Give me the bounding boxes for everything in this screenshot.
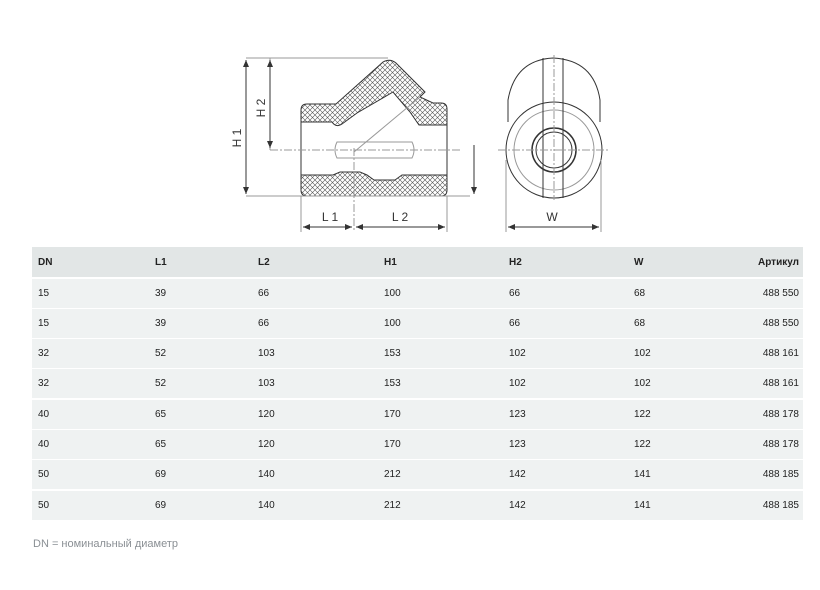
cell-l2: 120 xyxy=(258,408,275,420)
cell-dn: 15 xyxy=(38,317,50,329)
cell-w: 68 xyxy=(634,317,646,329)
cell-l1: 65 xyxy=(155,408,167,420)
cell-l2: 103 xyxy=(258,378,275,390)
table-header-row: DN L1 L2 H1 H2 W Артикул xyxy=(32,247,803,277)
cell-h1: 170 xyxy=(384,408,401,420)
cell-l1: 39 xyxy=(155,287,167,299)
cell-dn: 15 xyxy=(38,287,50,299)
cell-w: 102 xyxy=(634,348,651,360)
table-row: 32 52 103 153 102 102 488 161 xyxy=(32,339,803,369)
cell-l1: 52 xyxy=(155,378,167,390)
l1-label: L 1 xyxy=(322,210,339,224)
cell-h1: 100 xyxy=(384,317,401,329)
cell-w: 68 xyxy=(634,287,646,299)
cell-h2: 142 xyxy=(509,499,526,511)
cell-article: 488 178 xyxy=(762,408,799,420)
cell-article: 488 161 xyxy=(762,348,799,360)
cell-h1: 100 xyxy=(384,287,401,299)
cell-article: 488 178 xyxy=(762,438,799,450)
l2-label: L 2 xyxy=(392,210,409,224)
table-row: 40 65 120 170 123 122 488 178 xyxy=(32,399,803,429)
side-view xyxy=(243,57,477,232)
table-row: 15 39 66 100 66 68 488 550 xyxy=(32,308,803,338)
h1-label: H 1 xyxy=(230,128,244,147)
cell-l2: 140 xyxy=(258,469,275,481)
table-row: 15 39 66 100 66 68 488 550 xyxy=(32,278,803,308)
y-strainer-diagram: H 1 H 2 L 1 L 2 W xyxy=(230,55,610,232)
header-w: W xyxy=(634,256,644,268)
header-h1: H1 xyxy=(384,256,397,268)
cell-w: 102 xyxy=(634,378,651,390)
cell-h2: 102 xyxy=(509,348,526,360)
h2-label: H 2 xyxy=(254,98,268,117)
cell-h1: 153 xyxy=(384,378,401,390)
cell-l1: 39 xyxy=(155,317,167,329)
cell-dn: 50 xyxy=(38,499,50,511)
dimensions-table: DN L1 L2 H1 H2 W Артикул 15 39 66 100 66 68 48… xyxy=(32,247,803,521)
cell-dn: 32 xyxy=(38,378,50,390)
cell-dn: 50 xyxy=(38,469,50,481)
cell-l2: 103 xyxy=(258,348,275,360)
cell-l2: 66 xyxy=(258,317,270,329)
cell-dn: 40 xyxy=(38,408,50,420)
cell-article: 488 550 xyxy=(762,317,799,329)
cell-h2: 123 xyxy=(509,408,526,420)
cell-dn: 40 xyxy=(38,438,50,450)
cell-l1: 69 xyxy=(155,469,167,481)
cell-h1: 212 xyxy=(384,499,401,511)
cell-l2: 140 xyxy=(258,499,275,511)
cell-h1: 153 xyxy=(384,348,401,360)
cell-l1: 52 xyxy=(155,348,167,360)
cell-l2: 120 xyxy=(258,438,275,450)
cell-h2: 123 xyxy=(509,438,526,450)
cell-h1: 212 xyxy=(384,469,401,481)
cell-article: 488 185 xyxy=(762,499,799,511)
cell-l2: 66 xyxy=(258,287,270,299)
cell-h2: 142 xyxy=(509,469,526,481)
cell-article: 488 185 xyxy=(762,469,799,481)
front-view xyxy=(498,55,610,232)
footnote: DN = номинальный диаметр xyxy=(33,538,178,550)
header-dn: DN xyxy=(38,256,53,268)
cell-w: 141 xyxy=(634,499,651,511)
table-row: 50 69 140 212 142 141 488 185 xyxy=(32,490,803,520)
cell-w: 122 xyxy=(634,408,651,420)
cell-article: 488 161 xyxy=(762,378,799,390)
header-l2: L2 xyxy=(258,256,270,268)
header-l1: L1 xyxy=(155,256,167,268)
cell-l1: 65 xyxy=(155,438,167,450)
header-article: Артикул xyxy=(757,256,799,268)
header-h2: H2 xyxy=(509,256,522,268)
w-label: W xyxy=(546,210,558,224)
cell-h2: 66 xyxy=(509,317,521,329)
cell-w: 122 xyxy=(634,438,651,450)
cell-h2: 66 xyxy=(509,287,521,299)
cell-dn: 32 xyxy=(38,348,50,360)
table-row: 32 52 103 153 102 102 488 161 xyxy=(32,369,803,399)
cell-w: 141 xyxy=(634,469,651,481)
cell-h1: 170 xyxy=(384,438,401,450)
table-row: 50 69 140 212 142 141 488 185 xyxy=(32,460,803,490)
cell-article: 488 550 xyxy=(762,287,799,299)
cell-h2: 102 xyxy=(509,378,526,390)
cell-l1: 69 xyxy=(155,499,167,511)
table-row: 40 65 120 170 123 122 488 178 xyxy=(32,429,803,459)
